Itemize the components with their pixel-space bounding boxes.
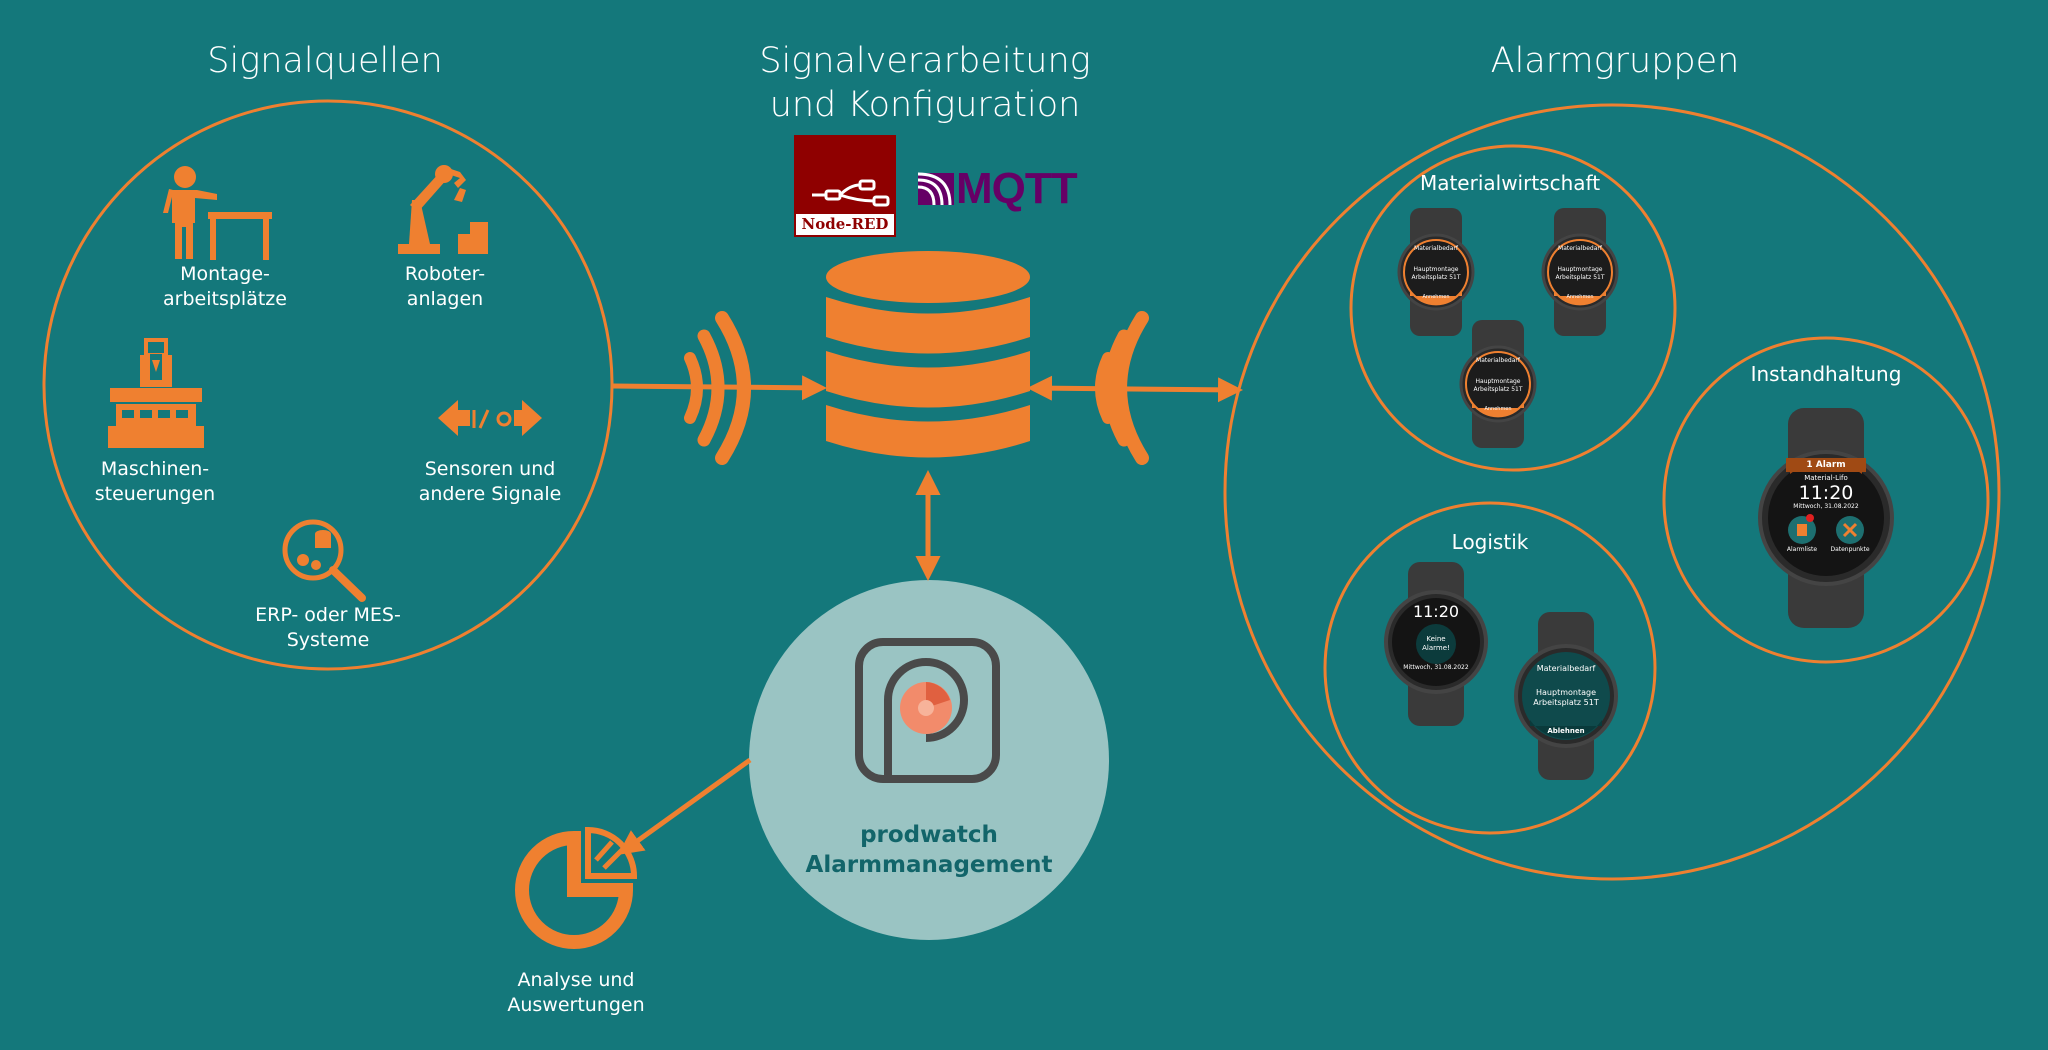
logistik2-button: Ablehnen xyxy=(1547,727,1585,735)
watch1-line2: Arbeitsplatz 51T xyxy=(1411,274,1461,281)
watch2-title: Materialbedarf xyxy=(1558,245,1602,252)
watch3-title: Materialbedarf xyxy=(1476,357,1520,364)
logistik-status-line1: Keine xyxy=(1426,635,1446,643)
prodwatch-title: prodwatch xyxy=(860,822,998,848)
arrow-db-to-groups xyxy=(1027,375,1243,403)
label-erp-line1: ERP- oder MES- xyxy=(255,604,401,626)
node-red-label: Node-RED xyxy=(801,215,889,233)
heading-alarm-groups: Alarmgruppen xyxy=(1490,41,1740,81)
sources-circle xyxy=(42,99,614,671)
inst-header: 1 Alarm xyxy=(1806,460,1846,470)
label-sensoren-line2: andere Signale xyxy=(418,483,562,505)
label-roboter-line1: Roboter- xyxy=(404,263,486,285)
mqtt-logo xyxy=(917,172,954,206)
inst-time: 11:20 xyxy=(1798,482,1854,504)
group-label-materialwirtschaft: Materialwirtschaft xyxy=(1419,171,1601,195)
database-icon xyxy=(826,251,1030,458)
label-roboter-line2: anlagen xyxy=(406,288,484,310)
node-red-logo xyxy=(794,135,896,237)
prodwatch-subtitle: Alarmmanagement xyxy=(805,852,1053,878)
inst-right: Datenpunkte xyxy=(1830,546,1870,553)
logistik2-line2: Arbeitsplatz 51T xyxy=(1533,698,1599,707)
group-circle-materialwirtschaft xyxy=(1349,144,1677,472)
logistik-date: Mittwoch, 31.08.2022 xyxy=(1403,664,1469,671)
alarm-groups-circle xyxy=(1223,103,2001,881)
label-montage-line2: arbeitsplätze xyxy=(163,288,287,310)
watch1-button: Annehmen xyxy=(1422,294,1450,300)
erp-search-icon xyxy=(282,519,366,602)
watch3-line1: Hauptmontage xyxy=(1475,378,1521,385)
io-signal-icon xyxy=(438,400,542,436)
smartwatch-mat-2 xyxy=(1541,208,1619,336)
label-sensoren-line1: Sensoren und xyxy=(424,458,556,480)
smartwatch-logistik-2 xyxy=(1514,612,1618,780)
inst-sub: Material-Lifo xyxy=(1804,474,1848,482)
arrow-prodwatch-to-analyse xyxy=(617,757,752,855)
prodwatch-circle xyxy=(749,580,1109,940)
watch3-button: Annehmen xyxy=(1484,406,1512,412)
heading-processing-line2: und Konfiguration xyxy=(769,85,1081,125)
inst-left: Alarmliste xyxy=(1786,546,1818,553)
logistik2-line1: Hauptmontage xyxy=(1536,688,1596,697)
watch2-button: Annehmen xyxy=(1566,294,1594,300)
logistik-status-line2: Alarme! xyxy=(1422,644,1450,652)
mqtt-label: MQTT xyxy=(956,164,1078,213)
watch3-line2: Arbeitsplatz 51T xyxy=(1473,386,1523,393)
label-analyse-line2: Auswertungen xyxy=(507,994,645,1016)
label-maschinen-line2: steuerungen xyxy=(94,483,216,505)
watch1-line1: Hauptmontage xyxy=(1413,266,1459,273)
label-maschinen-line1: Maschinen- xyxy=(100,458,210,480)
worker-at-desk-icon xyxy=(163,166,272,260)
label-analyse-line1: Analyse und xyxy=(517,969,635,991)
smartwatch-mat-3 xyxy=(1459,320,1537,448)
heading-sources: Signalquellen xyxy=(207,41,443,81)
group-label-instandhaltung: Instandhaltung xyxy=(1750,362,1902,386)
watch2-line2: Arbeitsplatz 51T xyxy=(1555,274,1605,281)
machine-control-icon xyxy=(108,338,204,448)
heading-processing-line1: Signalverarbeitung xyxy=(759,41,1091,81)
watch1-title: Materialbedarf xyxy=(1414,245,1458,252)
group-label-logistik: Logistik xyxy=(1451,530,1529,554)
robot-arm-icon xyxy=(398,165,488,254)
signal-waves-left-icon xyxy=(684,311,751,465)
watch2-line1: Hauptmontage xyxy=(1557,266,1603,273)
label-montage-line1: Montage- xyxy=(180,263,270,285)
smartwatch-logistik-1 xyxy=(1384,562,1488,726)
smartwatch-instandhaltung xyxy=(1758,408,1894,628)
group-circle-instandhaltung xyxy=(1662,336,1990,664)
group-circle-logistik xyxy=(1323,501,1657,835)
smartwatch-mat-1 xyxy=(1397,208,1475,336)
logistik2-title: Materialbedarf xyxy=(1536,664,1596,673)
pie-chart-icon xyxy=(515,826,638,949)
inst-date: Mittwoch, 31.08.2022 xyxy=(1793,503,1859,510)
logistik-time: 11:20 xyxy=(1412,602,1460,621)
prodwatch-logo xyxy=(855,638,1000,783)
signal-waves-right-icon xyxy=(1095,311,1149,465)
label-erp-line2: Systeme xyxy=(286,629,370,651)
